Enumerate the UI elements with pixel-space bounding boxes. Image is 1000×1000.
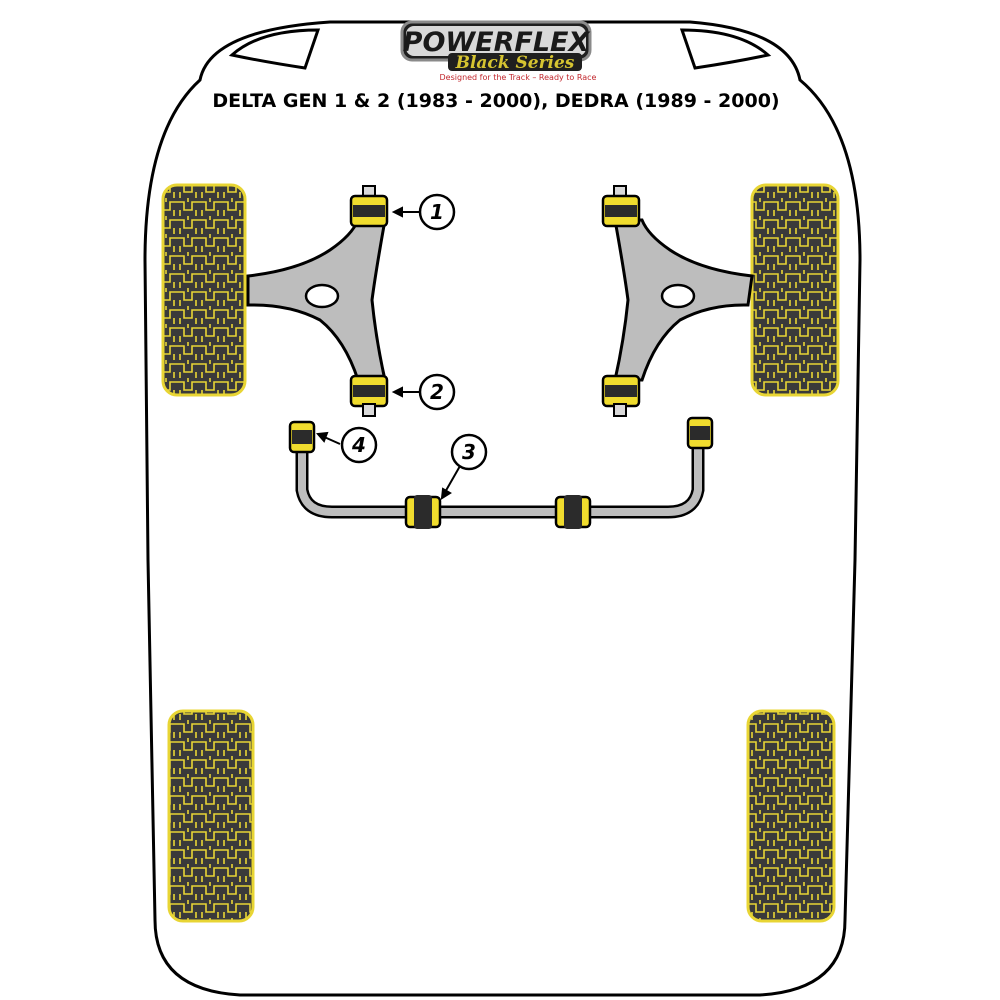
brand-name: POWERFLEX [403, 27, 591, 58]
right-wishbone [613, 218, 754, 382]
headlight-right [679, 28, 772, 70]
callout-1: 1 [418, 193, 456, 231]
rear-right-tyre [746, 709, 836, 923]
front-left-tyre [161, 183, 247, 397]
vehicle-subtitle: DELTA GEN 1 & 2 (1983 - 2000), DEDRA (19… [212, 90, 779, 112]
callout-2-label: 2 [430, 380, 444, 404]
bushing-4-left-link [288, 420, 316, 454]
callout-3: 3 [450, 433, 488, 471]
bushing-4-right-link [686, 416, 714, 450]
left-wishbone [246, 218, 387, 382]
callout-arrows [316, 206, 461, 500]
callout-3-label: 3 [462, 440, 476, 464]
callout-1-label: 1 [430, 200, 444, 224]
rear-left-tyre [167, 709, 255, 923]
anti-roll-bar-fill [298, 436, 702, 516]
bushing-3-right-mount [554, 495, 592, 529]
callout-4-label: 4 [351, 433, 366, 457]
brand-logo: POWERFLEX Black Series Designed for the … [400, 20, 597, 82]
bushing-1-front-left [349, 185, 389, 228]
bushing-2-rear-left [349, 374, 389, 417]
brand-series: Black Series [455, 53, 575, 73]
brand-tagline: Designed for the Track – Ready to Race [440, 73, 597, 82]
headlight-left [228, 28, 321, 70]
bushing-1-front-right [601, 185, 641, 228]
bushing-2-rear-right [601, 374, 641, 417]
bushing-3-left-mount [404, 495, 442, 529]
callout-4: 4 [340, 426, 378, 464]
callout-2: 2 [418, 373, 456, 411]
front-right-tyre [750, 183, 840, 397]
